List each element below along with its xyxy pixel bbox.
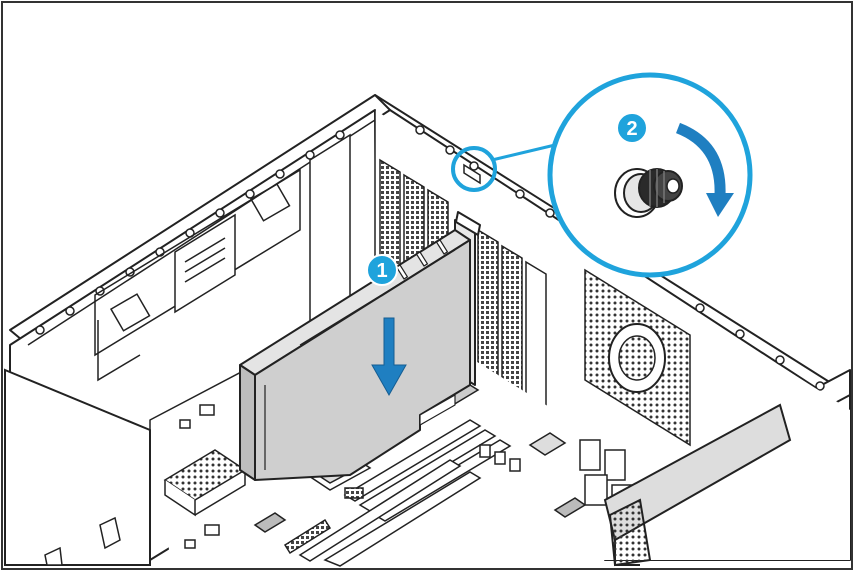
- step-2-badge: 2: [616, 112, 648, 144]
- expansion-card: [239, 211, 481, 481]
- step-1-label: 1: [376, 260, 387, 282]
- thumbscrew-icon: [614, 168, 683, 218]
- side-bracket: [603, 403, 792, 567]
- callout-connector: [491, 143, 556, 162]
- fan-grille: [584, 268, 691, 447]
- rim-holes: [35, 125, 825, 391]
- down-arrow-icon: [371, 317, 407, 397]
- zoom-callout: 2: [547, 72, 753, 278]
- step-2-label: 2: [626, 118, 637, 140]
- thumbscrew-small-icon: [463, 161, 481, 185]
- step-1-badge: 1: [366, 254, 398, 286]
- expansion-slot-covers: [379, 158, 547, 422]
- drive-bays: [94, 133, 351, 382]
- front-bezel: [4, 368, 151, 566]
- clockwise-arrow-icon: [675, 122, 734, 217]
- thumbscrew-location-ring: [451, 146, 497, 192]
